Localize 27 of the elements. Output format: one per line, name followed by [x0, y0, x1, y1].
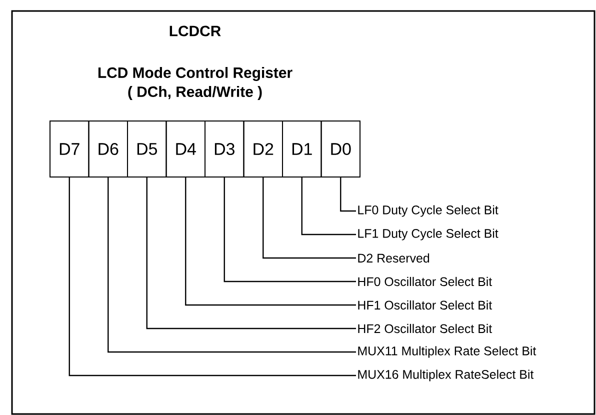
- bit-description: D2 Reserved: [358, 253, 430, 263]
- bit-cell: D2: [243, 120, 283, 178]
- leader-line: [224, 178, 356, 282]
- bit-cell: D1: [282, 120, 322, 178]
- leader-line: [301, 178, 356, 236]
- bit-cell: D7: [50, 120, 90, 178]
- leader-line: [68, 178, 356, 376]
- bit-description: MUX16 Multiplex RateSelect Bit: [358, 370, 534, 382]
- bit-description: MUX11 Multiplex Rate Select Bit: [358, 346, 536, 358]
- bit-description: HF0 Oscillator Select Bit: [358, 276, 492, 286]
- bit-cell: D4: [166, 120, 206, 178]
- leader-line: [340, 178, 356, 212]
- register-title: ( DCh, Read/Write ): [128, 86, 262, 100]
- leader-line: [262, 178, 356, 259]
- bit-cell: D5: [127, 120, 167, 178]
- bit-description: LF0 Duty Cycle Select Bit: [358, 205, 498, 217]
- bit-cell: D3: [204, 120, 244, 178]
- bit-description: LF1 Duty Cycle Select Bit: [358, 228, 498, 240]
- register-title: LCD Mode Control Register: [98, 67, 292, 81]
- register-title: LCDCR: [170, 26, 221, 36]
- bit-description: HF1 Oscillator Select Bit: [358, 300, 492, 310]
- bit-description: HF2 Oscillator Select Bit: [358, 324, 492, 334]
- bit-cell: D6: [88, 120, 128, 178]
- leader-line: [108, 178, 356, 353]
- bit-cell: D0: [320, 120, 360, 178]
- leader-line: [146, 178, 356, 330]
- leader-line: [185, 178, 356, 306]
